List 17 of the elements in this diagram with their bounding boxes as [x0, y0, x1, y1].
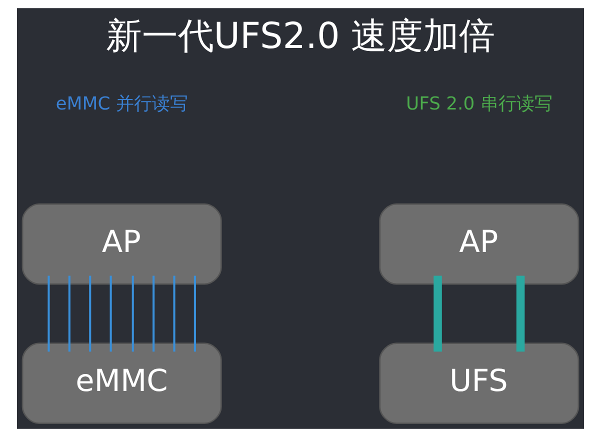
connector — [433, 276, 442, 352]
node-box: eMMC — [21, 342, 222, 424]
connector — [193, 276, 196, 352]
label: eMMC 并行读写 — [55, 93, 188, 114]
node-box: UFS — [378, 342, 579, 424]
connector — [172, 276, 175, 352]
connector — [88, 276, 91, 352]
connector — [47, 276, 50, 352]
node-box: AP — [21, 203, 222, 285]
connector — [68, 276, 70, 352]
connector — [109, 276, 112, 352]
connector — [152, 276, 154, 352]
connector — [516, 276, 524, 352]
label: UFS 2.0 串行读写 — [405, 93, 552, 114]
node-box: AP — [378, 203, 579, 285]
diagram-title: 新一代UFS2.0 速度加倍 — [105, 16, 495, 57]
connector — [131, 276, 134, 352]
